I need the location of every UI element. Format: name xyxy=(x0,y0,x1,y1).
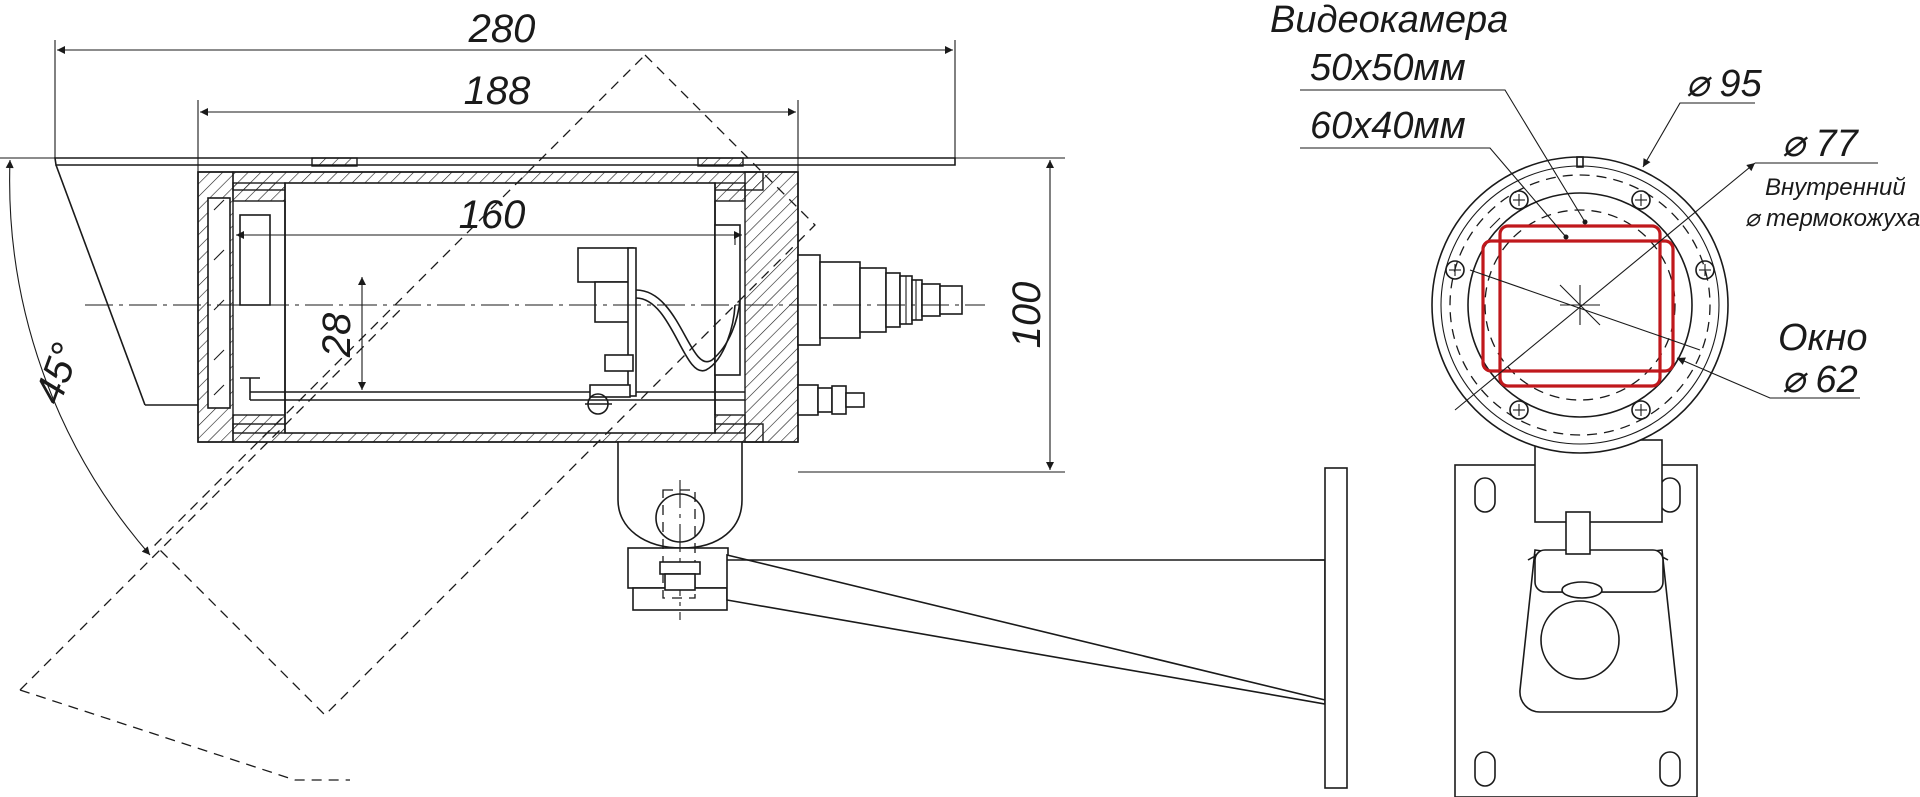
window-diameter: ⌀ 62 xyxy=(1782,359,1858,401)
dim-28: 28 xyxy=(315,312,359,358)
camera-size-60x40: 60x40мм xyxy=(1310,105,1466,147)
inner-diameter: ⌀ 77 xyxy=(1782,123,1860,165)
front-screws xyxy=(1445,190,1715,420)
camera-size-50x50: 50x50мм xyxy=(1310,47,1466,89)
side-view: 280 188 160 28 100 45° xyxy=(0,7,1348,789)
tilted-housing-outline xyxy=(19,54,816,781)
front-crosshair xyxy=(1559,284,1601,326)
dim-188: 188 xyxy=(464,69,531,113)
extension-lines xyxy=(0,40,1065,473)
housing-body xyxy=(197,171,799,443)
outer-diameter: ⌀ 95 xyxy=(1686,63,1763,105)
camera-title: Видеокамера xyxy=(1270,0,1508,41)
dim-angle-45: 45° xyxy=(27,338,89,410)
front-view: Видеокамера 50x50мм 60x40мм ⌀ 95 ⌀ 77 Вн… xyxy=(1270,0,1920,797)
inner-caption-line2: ⌀ термокожуха xyxy=(1745,205,1920,232)
front-wall-plate xyxy=(1454,439,1698,797)
dim-100: 100 xyxy=(1005,282,1049,349)
camera-outline-60x40 xyxy=(1481,239,1675,373)
leader-lines xyxy=(1300,89,1878,411)
wall-bracket xyxy=(617,441,1348,789)
dim-160: 160 xyxy=(459,193,526,237)
window-caption: Окно xyxy=(1778,317,1868,359)
ground-terminal xyxy=(797,384,865,416)
dim-arc-45 xyxy=(5,159,151,556)
camera-outline-50x50 xyxy=(1498,224,1662,388)
dim-280: 280 xyxy=(468,7,536,51)
inner-caption-line1: Внутренний xyxy=(1765,174,1906,201)
window-circle xyxy=(1484,209,1676,401)
cable-gland xyxy=(797,254,963,346)
